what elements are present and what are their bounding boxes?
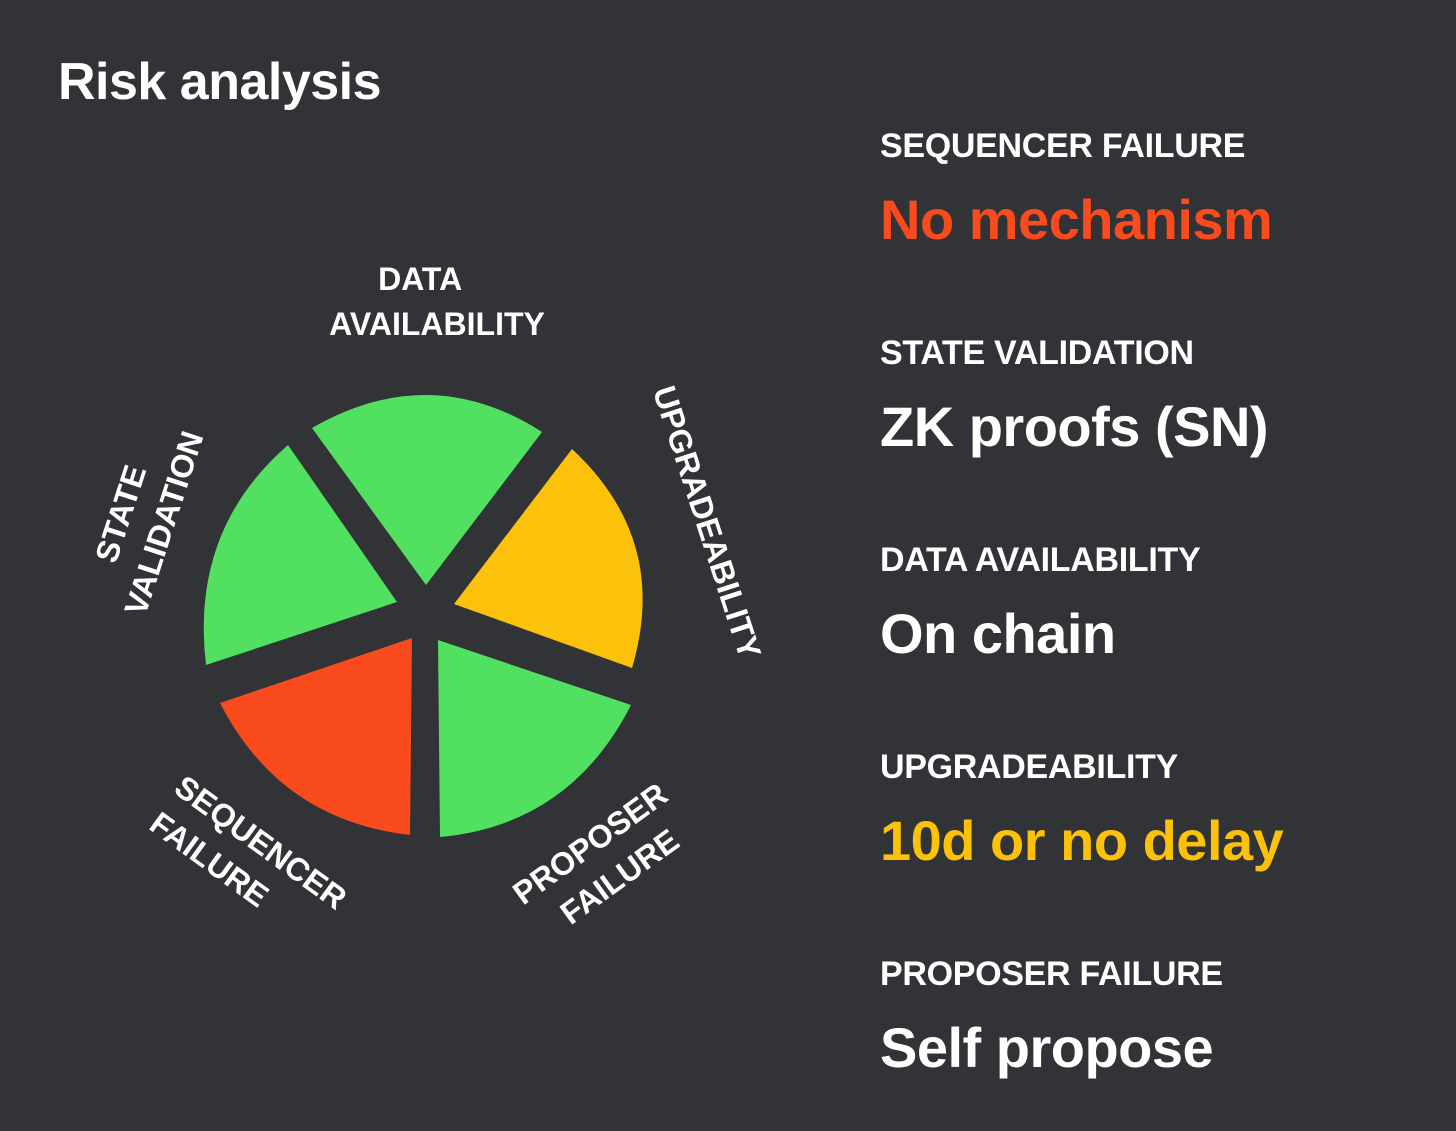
risk-item-state-validation: STATE VALIDATION ZK proofs (SN)	[880, 333, 1269, 459]
risk-label: PROPOSER FAILURE	[880, 955, 1223, 993]
label-state-validation: STATE VALIDATION	[75, 413, 210, 619]
risk-value: 10d or no delay	[880, 809, 1284, 872]
label-data-availability: DATA AVAILABILITY	[329, 261, 545, 342]
risk-label: DATA AVAILABILITY	[880, 541, 1201, 579]
label-data-availability-line2: AVAILABILITY	[329, 306, 545, 342]
risk-item-data-availability: DATA AVAILABILITY On chain	[880, 540, 1201, 666]
risk-label: SEQUENCER FAILURE	[880, 127, 1246, 165]
rosette-segments	[203, 394, 643, 837]
risk-item-proposer-failure: PROPOSER FAILURE Self propose	[880, 954, 1223, 1080]
risk-item-upgradeability: UPGRADEABILITY 10d or no delay	[880, 747, 1284, 873]
segment-data-availability[interactable]	[312, 394, 542, 585]
segment-sequencer-failure[interactable]	[220, 638, 412, 835]
risk-value: No mechanism	[880, 188, 1273, 251]
segment-upgradeability[interactable]	[454, 449, 643, 668]
label-data-availability-line1: DATA	[378, 261, 462, 297]
risk-label: UPGRADEABILITY	[880, 748, 1179, 786]
risk-value: Self propose	[880, 1016, 1214, 1079]
segment-state-validation[interactable]	[203, 445, 397, 665]
risk-rosette: DATA AVAILABILITY UPGRADEABILITY PROPOSE…	[75, 261, 768, 931]
risk-label: STATE VALIDATION	[880, 334, 1194, 372]
label-upgradeability-line1: UPGRADEABILITY	[646, 381, 768, 663]
label-upgradeability: UPGRADEABILITY	[646, 381, 768, 663]
segment-proposer-failure[interactable]	[438, 640, 631, 837]
risk-value: On chain	[880, 602, 1116, 665]
rosette-labels: DATA AVAILABILITY UPGRADEABILITY PROPOSE…	[75, 261, 768, 931]
risk-value: ZK proofs (SN)	[880, 395, 1269, 458]
page-title: Risk analysis	[58, 53, 382, 111]
risk-item-sequencer-failure: SEQUENCER FAILURE No mechanism	[880, 126, 1273, 252]
